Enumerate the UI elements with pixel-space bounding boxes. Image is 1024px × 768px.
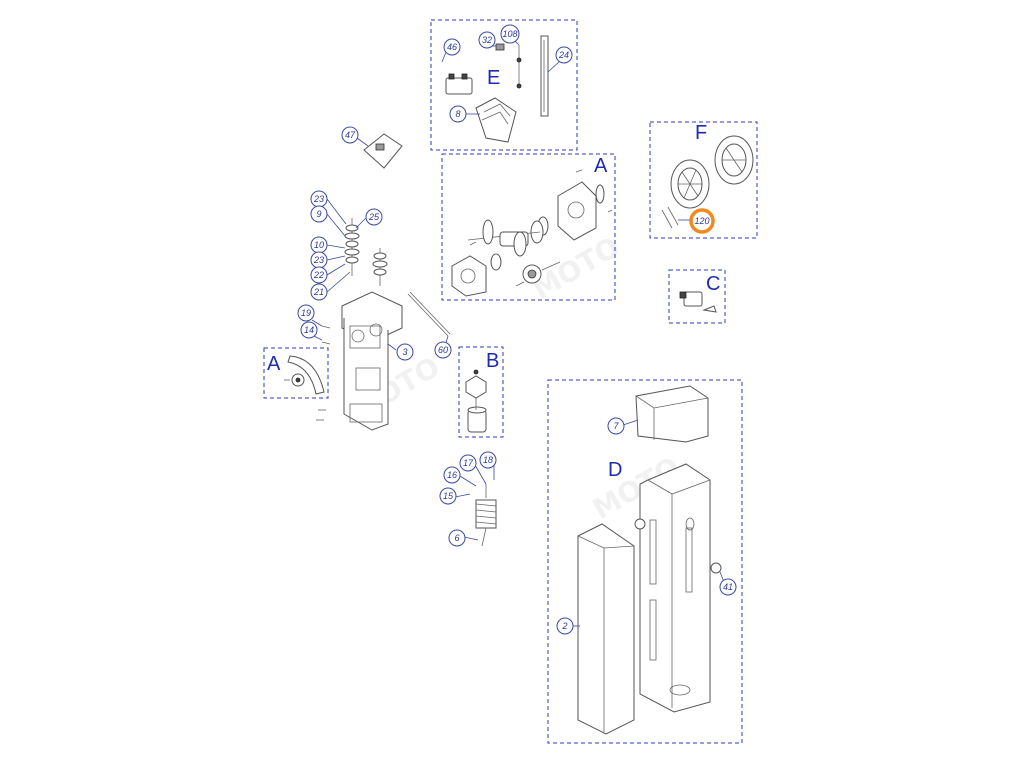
group-a-gearbox: A [441, 153, 616, 301]
group-a-lever: A [263, 347, 329, 399]
group-label-a-top: A [594, 155, 608, 177]
svg-text:3: 3 [402, 347, 407, 357]
callout-8: 8 [449, 105, 467, 123]
callout-16: 16 [443, 466, 461, 484]
callout-32: 32 [478, 31, 496, 49]
svg-text:46: 46 [447, 42, 457, 52]
callout-23b: 23 [310, 251, 328, 269]
callout-19: 19 [297, 304, 315, 322]
svg-text:41: 41 [723, 582, 733, 592]
callout-60: 60 [434, 341, 452, 359]
group-c: C [668, 269, 726, 324]
group-f: F 120 [649, 121, 758, 239]
callout-14: 14 [300, 321, 318, 339]
svg-text:19: 19 [301, 308, 311, 318]
spring-stack: 23 9 25 10 23 22 21 [310, 190, 388, 301]
svg-text:23: 23 [313, 255, 324, 265]
svg-text:21: 21 [313, 287, 324, 297]
svg-text:6: 6 [454, 533, 459, 543]
callout-23: 23 [310, 190, 328, 208]
callout-41: 41 [719, 578, 737, 596]
svg-text:2: 2 [561, 621, 567, 631]
callout-15: 15 [439, 487, 457, 505]
callout-47: 47 [341, 126, 359, 144]
group-label-d: D [608, 459, 622, 481]
svg-text:MOTO: MOTO [527, 230, 625, 306]
svg-text:14: 14 [304, 325, 314, 335]
part-47-board: 47 [341, 126, 403, 169]
callout-21: 21 [310, 283, 328, 301]
callout-9: 9 [310, 205, 328, 223]
svg-text:17: 17 [463, 458, 474, 468]
group-label-b: B [486, 350, 499, 372]
callout-46: 46 [443, 38, 461, 56]
callout-6: 6 [448, 529, 466, 547]
svg-text:8: 8 [455, 109, 460, 119]
callout-108: 108 [500, 24, 520, 44]
svg-text:24: 24 [558, 50, 569, 60]
base-plate: 19 14 3 60 [297, 291, 452, 431]
svg-text:47: 47 [345, 130, 356, 140]
group-b: B [458, 346, 504, 438]
svg-text:60: 60 [438, 345, 448, 355]
svg-text:25: 25 [368, 212, 380, 222]
svg-text:15: 15 [443, 491, 454, 501]
callout-2: 2 [556, 617, 574, 635]
svg-text:32: 32 [482, 35, 492, 45]
svg-text:16: 16 [447, 470, 457, 480]
callout-7: 7 [607, 417, 625, 435]
callout-25: 25 [365, 208, 383, 226]
group-label-c: C [706, 273, 720, 295]
svg-text:108: 108 [502, 29, 517, 39]
svg-text:23: 23 [313, 194, 324, 204]
group-label-f: F [695, 122, 707, 144]
group-d: D 7 41 2 [547, 379, 743, 744]
spring-assembly: 17 18 16 15 6 [439, 451, 497, 547]
group-label-a-left: A [267, 353, 281, 375]
callout-120: 120 [689, 208, 715, 234]
svg-text:18: 18 [483, 455, 493, 465]
svg-text:7: 7 [613, 421, 619, 431]
group-label-e: E [487, 67, 500, 89]
group-e: E 46 32 108 24 8 [430, 19, 578, 151]
callout-10: 10 [310, 236, 328, 254]
svg-text:120: 120 [694, 216, 709, 226]
watermark: MOTO MOTO MOTO [347, 230, 685, 526]
callout-3: 3 [396, 343, 414, 361]
svg-text:22: 22 [313, 270, 324, 280]
svg-text:9: 9 [316, 209, 321, 219]
callout-18: 18 [479, 451, 497, 469]
callout-24: 24 [555, 46, 573, 64]
callout-22: 22 [310, 266, 328, 284]
callout-17: 17 [459, 454, 477, 472]
svg-text:10: 10 [314, 240, 324, 250]
